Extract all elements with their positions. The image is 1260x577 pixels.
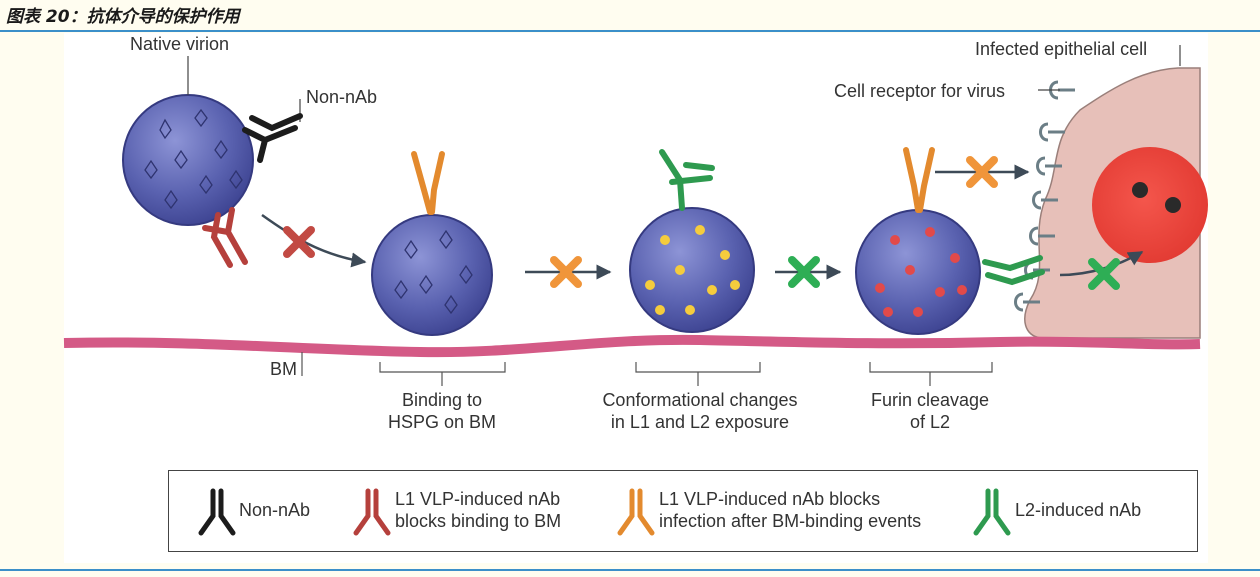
legend-label-l1-orange: L1 VLP-induced nAb blocks infection afte…: [659, 489, 922, 531]
non-nab-label: Non-nAb: [306, 87, 378, 107]
legend-label-l2-green: L2-induced nAb: [1015, 500, 1142, 520]
nucleolus: [1165, 197, 1181, 213]
green-antibody-2: [982, 255, 1045, 286]
orange-antibody-2: [903, 147, 935, 213]
basement-membrane: [63, 334, 1201, 358]
block-x-red: [283, 226, 315, 258]
red-antibody: [202, 207, 248, 268]
cell-nucleus: [1092, 147, 1208, 263]
block-x-green: [788, 256, 820, 288]
infected-cell-label: Infected epithelial cell: [975, 39, 1148, 59]
orange-antibody: [411, 151, 445, 215]
bottom-rule: [0, 569, 1260, 571]
legend: Non-nAb L1 VLP-induced nAb blocks bindin…: [168, 470, 1198, 552]
non-nab-antibody: [242, 113, 303, 163]
virion-binding: [371, 214, 493, 336]
step-conformational-label: Conformational changes in L1 and L2 expo…: [602, 390, 798, 432]
cell-receptors: [1014, 80, 1075, 312]
step-binding-label: Binding to HSPG on BM: [387, 390, 497, 432]
native-virion-label: Native virion: [130, 34, 230, 54]
legend-icon-non-nab: [198, 488, 236, 536]
block-x-green-2: [1088, 258, 1120, 290]
virion-furin: [855, 209, 981, 335]
step-brackets: [379, 362, 993, 386]
native-virion: [122, 94, 254, 226]
legend-label-non-nab: Non-nAb: [239, 500, 311, 520]
green-antibody: [659, 149, 715, 211]
virion-conformational: [629, 207, 755, 333]
block-x-orange: [550, 256, 582, 288]
step-furin-label: Furin cleavage of L2: [870, 390, 990, 432]
nucleolus: [1132, 182, 1148, 198]
legend-icon-l1-orange: [617, 488, 655, 536]
top-rule: [0, 30, 1260, 32]
figure-title: 图表 20：抗体介导的保护作用: [6, 7, 240, 27]
bm-label: BM: [270, 359, 297, 379]
cell-receptor-label: Cell receptor for virus: [834, 81, 1006, 101]
legend-icon-l1-red: [353, 488, 391, 536]
block-x-orange-2: [966, 156, 998, 188]
legend-icon-l2-green: [973, 488, 1011, 536]
legend-label-l1-red: L1 VLP-induced nAb blocks binding to BM: [395, 489, 562, 531]
